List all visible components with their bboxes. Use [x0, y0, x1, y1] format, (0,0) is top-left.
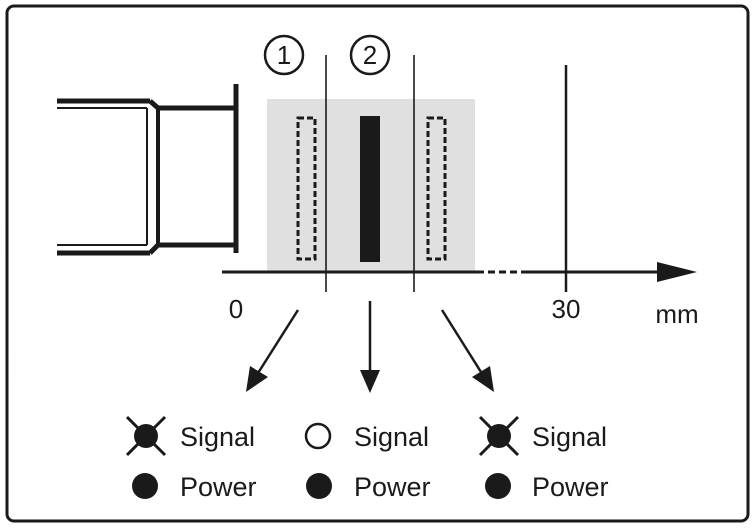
- arrow-right-head: [472, 366, 494, 392]
- arrow-left: [251, 309, 300, 383]
- target-position-left-dashed: [296, 116, 317, 261]
- axis-arrowhead: [657, 262, 697, 282]
- legend-center: Signal Power: [304, 422, 431, 502]
- axis-unit: mm: [655, 299, 698, 329]
- legend-left-power: Power: [180, 472, 257, 502]
- zone-badge-2: 2: [349, 34, 391, 76]
- distance-axis: [222, 262, 697, 282]
- zone-number-1: 1: [277, 40, 291, 70]
- legend-right-power: Power: [532, 472, 609, 502]
- axis-tick-30: 30: [552, 294, 581, 324]
- legend-right-signal: Signal: [532, 422, 607, 452]
- diagram-frame: [5, 4, 750, 523]
- target-position-right-dashed: [426, 116, 447, 261]
- signal-led-on-icon: [304, 422, 332, 450]
- power-led-on-icon: [132, 473, 158, 499]
- axis-tick-0: 0: [229, 294, 243, 324]
- signal-led-off-icon: [478, 415, 520, 457]
- legend-left: Signal Power: [125, 415, 257, 502]
- power-led-on-icon: [485, 473, 511, 499]
- signal-led-off-icon: [125, 415, 167, 457]
- power-led-on-icon: [306, 473, 332, 499]
- arrow-center-head: [360, 370, 380, 393]
- zone-number-2: 2: [363, 40, 377, 70]
- arrow-left-head: [246, 366, 268, 392]
- arrow-right: [440, 309, 488, 381]
- legend-left-signal: Signal: [180, 422, 255, 452]
- legend-right: Signal Power: [478, 415, 609, 502]
- zone-badge-1: 1: [263, 34, 305, 76]
- sensor-body: [57, 84, 239, 256]
- legend-center-power: Power: [354, 472, 431, 502]
- target-position-center: [360, 116, 380, 262]
- legend-center-signal: Signal: [354, 422, 429, 452]
